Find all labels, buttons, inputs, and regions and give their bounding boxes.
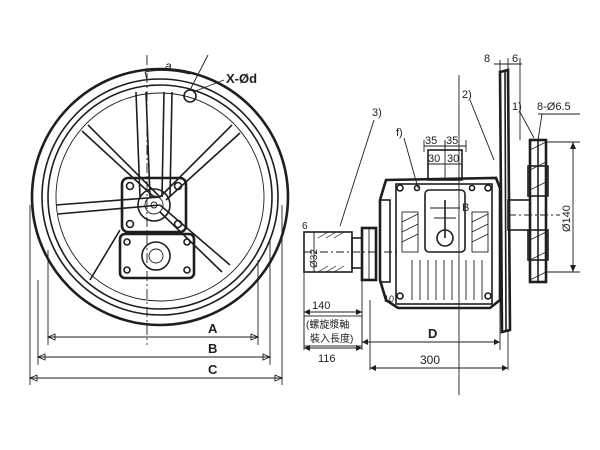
large-disk xyxy=(498,68,512,334)
dim-140-dia: Ø140 xyxy=(561,205,573,232)
dim-30-right: 30 xyxy=(447,153,459,165)
callout-b: B xyxy=(462,202,469,214)
note-line-1: (螺旋漿軸 xyxy=(306,318,349,331)
hub-bolt xyxy=(125,219,135,229)
dim-10: 10 xyxy=(384,294,394,304)
dim-6-small: 6 xyxy=(302,221,308,232)
hub-bolt xyxy=(125,181,135,191)
callout-3: 3) xyxy=(372,107,382,119)
callout-1: 1) xyxy=(512,101,522,113)
dim-d: D xyxy=(428,326,437,341)
front-view: a X-Ød A B C xyxy=(28,54,290,385)
dim-32-dia: Ø32 xyxy=(309,249,320,268)
dim-c-label: C xyxy=(208,362,218,377)
hub-bolt xyxy=(173,181,183,191)
side-view: 1) 2) 3) f) B 8 6 8-Ø6.5 Ø140 35 35 3 xyxy=(302,53,580,395)
dim-35-left: 35 xyxy=(425,135,437,147)
dim-116: 116 xyxy=(318,353,336,365)
dim-140: 140 xyxy=(312,300,330,312)
x-hole xyxy=(183,89,197,103)
wheel-rim-inner-3 xyxy=(55,92,265,302)
dim-300: 300 xyxy=(420,353,440,367)
wheel-rim-inner-2 xyxy=(47,84,273,310)
note-box xyxy=(303,315,363,347)
hub-lower-plate xyxy=(118,232,196,280)
hub-bolt xyxy=(173,219,183,229)
note-line-2: 裝入長度) xyxy=(310,332,353,345)
dim-bolts: 8-Ø6.5 xyxy=(537,101,571,113)
dim-30-left: 30 xyxy=(428,153,440,165)
gearbox-ribs xyxy=(411,260,483,300)
label-a: a xyxy=(165,59,172,73)
angle-dim-arc xyxy=(144,69,191,75)
dim-8: 8 xyxy=(484,53,490,65)
wheel-spokes xyxy=(55,91,241,281)
label-xd: X-Ød xyxy=(226,71,257,86)
hub-bore xyxy=(137,188,171,222)
dim-a-label: A xyxy=(208,321,218,336)
dim-6: 6 xyxy=(512,53,518,65)
hub-upper-plate xyxy=(120,176,188,234)
dim-35-right: 35 xyxy=(446,135,458,147)
gearbox-body xyxy=(378,176,502,310)
wheel-outer-rim xyxy=(30,67,290,327)
callout-f: f) xyxy=(396,127,403,139)
lower-bore xyxy=(141,241,171,271)
dim-b-label: B xyxy=(208,341,217,356)
wheel-rim-inner-1 xyxy=(41,78,279,316)
callout-2: 2) xyxy=(462,89,472,101)
